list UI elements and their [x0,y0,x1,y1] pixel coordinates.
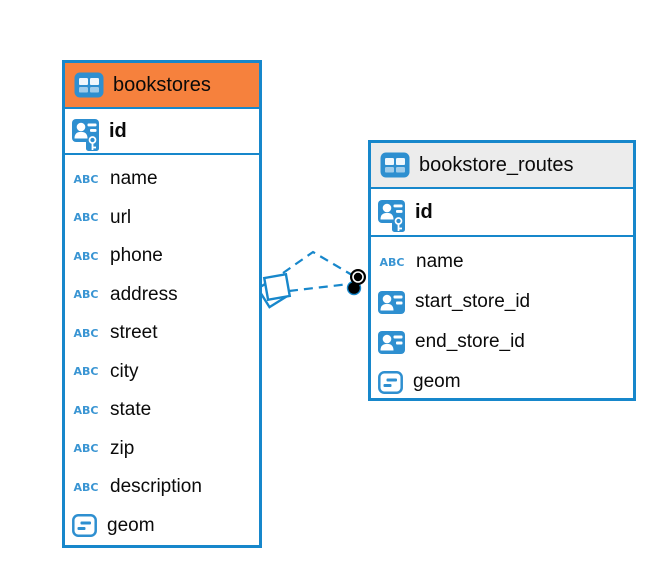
table-name: bookstores [113,73,211,96]
table-bookstores[interactable]: bookstores id ABC name ABC url ABC phone… [62,60,262,548]
column-name: city [110,360,139,382]
column-name: street [110,322,158,344]
column-name: state [110,399,152,421]
text-type-icon: ABC [73,172,99,186]
text-type-icon: ABC [73,211,99,225]
column-row-name[interactable]: ABC name [371,242,633,282]
primary-key-icon [72,119,100,152]
relationship-line-upper[interactable] [282,250,353,276]
column-row-start-store-id[interactable]: start_store_id [371,282,633,322]
table-icon [380,152,410,178]
column-row-id[interactable]: id [65,109,259,155]
column-name: address [110,283,178,305]
column-row-name[interactable]: ABC name [65,160,259,199]
column-name: start_store_id [415,291,531,312]
column-row-id[interactable]: id [371,189,633,237]
text-type-icon: ABC [73,288,99,302]
column-name: description [110,476,202,498]
column-row-state[interactable]: ABC state [65,391,259,430]
table-header-bookstores[interactable]: bookstores [65,63,259,109]
table-name: bookstore_routes [419,153,574,176]
column-name: id [109,119,127,142]
column-name: geom [107,514,155,536]
column-name: url [110,206,132,228]
column-row-geom[interactable]: geom [65,507,259,546]
table-header-bookstore-routes[interactable]: bookstore_routes [371,143,633,189]
column-row-phone[interactable]: ABC phone [65,237,259,276]
column-row-address[interactable]: ABC address [65,276,259,315]
relationship-line-lower[interactable] [288,282,350,293]
text-type-icon: ABC [73,249,99,263]
column-row-street[interactable]: ABC street [65,314,259,353]
table-bookstore-routes[interactable]: bookstore_routes id ABC name start_store… [368,140,636,401]
text-type-icon: ABC [73,442,99,456]
one-end-marker [346,269,366,296]
column-row-city[interactable]: ABC city [65,353,259,392]
column-row-zip[interactable]: ABC zip [65,430,259,469]
primary-key-icon [378,200,406,233]
text-type-icon: ABC [73,365,99,379]
column-row-description[interactable]: ABC description [65,468,259,507]
column-name: geom [413,371,461,392]
column-name: id [415,200,433,223]
geometry-type-icon [72,514,97,537]
column-name: zip [110,437,135,459]
foreign-key-icon [378,331,405,354]
column-row-end-store-id[interactable]: end_store_id [371,322,633,362]
text-type-icon: ABC [73,480,99,494]
text-type-icon: ABC [379,255,405,269]
foreign-key-icon [378,291,405,314]
column-row-geom[interactable]: geom [371,362,633,402]
geometry-type-icon [378,371,403,394]
column-name: name [110,168,158,190]
text-type-icon: ABC [73,326,99,340]
many-end-marker [256,272,292,309]
table-icon [74,72,104,98]
column-row-url[interactable]: ABC url [65,199,259,238]
text-type-icon: ABC [73,403,99,417]
column-name: end_store_id [415,331,525,352]
column-list: ABC name ABC url ABC phone ABC address A… [65,155,259,545]
column-list: ABC name start_store_id end_store_id geo… [371,237,633,402]
column-name: phone [110,245,163,267]
column-name: name [416,251,464,272]
